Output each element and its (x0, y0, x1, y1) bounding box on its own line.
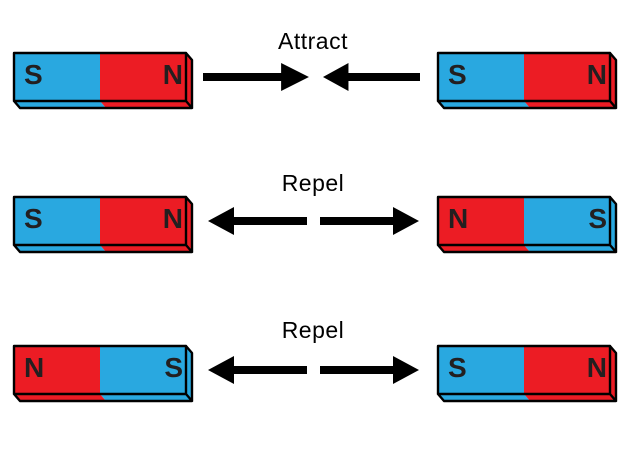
pole-letter: S (448, 59, 467, 90)
row-label-repel-1: Repel (281, 170, 345, 196)
arrow-right-icon (320, 207, 419, 235)
pole-letter: N (448, 203, 468, 234)
pole-letter: N (24, 352, 44, 383)
magnet-row1-right: S N (436, 51, 618, 110)
pole-letter: N (163, 59, 183, 90)
pole-letter: S (588, 203, 607, 234)
pole-letter: N (163, 203, 183, 234)
arrow-right-icon (203, 63, 309, 91)
arrow-left-icon (322, 63, 420, 91)
pole-letter: S (448, 352, 467, 383)
magnet-row1-left: S N (12, 51, 194, 110)
arrow-left-icon (208, 356, 307, 384)
magnet-row3-right: S N (436, 344, 618, 403)
pole-letter: S (164, 352, 183, 383)
pole-letter: N (587, 352, 607, 383)
arrow-left-icon (208, 207, 307, 235)
pole-letter: N (587, 59, 607, 90)
pole-letter: S (24, 203, 43, 234)
magnet-row2-right: N S (436, 195, 618, 254)
row-label-repel-2: Repel (281, 317, 345, 343)
magnet-row3-left: N S (12, 344, 194, 403)
row-label-attract: Attract (278, 28, 348, 54)
arrow-right-icon (320, 356, 419, 384)
magnet-row2-left: S N (12, 195, 194, 254)
pole-letter: S (24, 59, 43, 90)
